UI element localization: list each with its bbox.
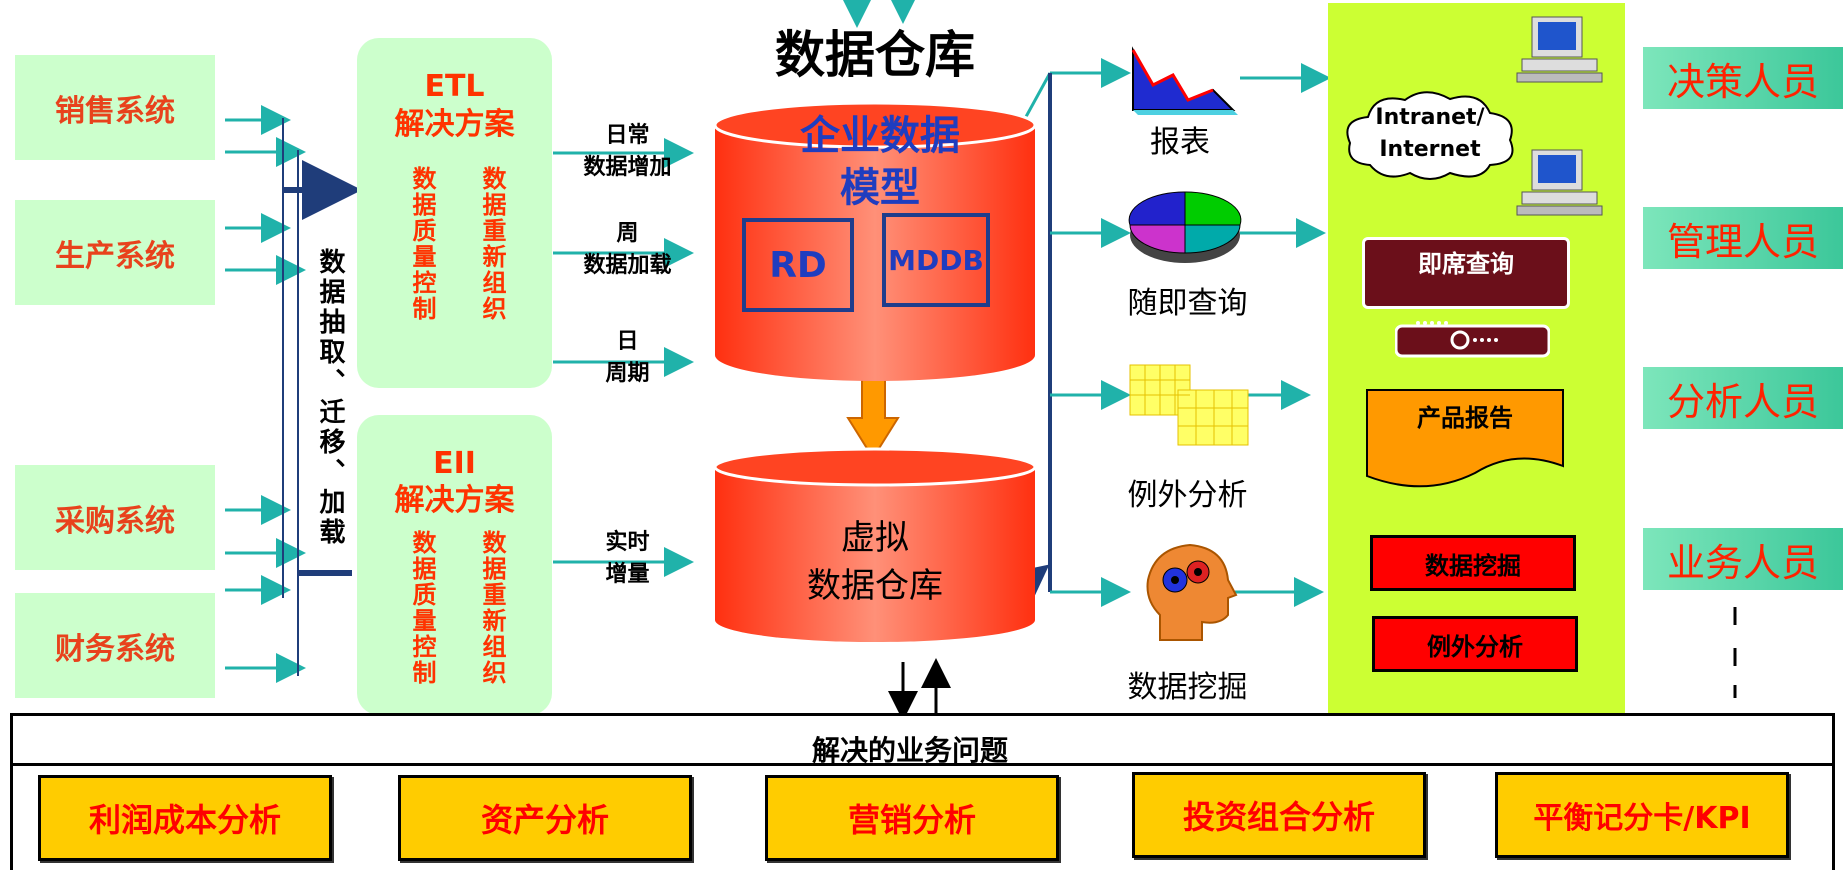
problem-assets: 资产分析 <box>398 775 692 861</box>
role-decision: 决策人员 <box>1643 47 1843 109</box>
vdw-line2: 数据仓库 <box>807 566 943 606</box>
role-business: 业务人员 <box>1643 528 1843 590</box>
eii-solution: EII 解决方案 数据质量控制 数据重新组织 <box>357 415 552 715</box>
source-purchase: 采购系统 <box>15 465 215 570</box>
source-sales: 销售系统 <box>15 55 215 160</box>
problems-title: 解决的业务问题 <box>811 734 1008 767</box>
tool-adhoc-label: 随即查询 <box>1127 286 1248 321</box>
role-management: 管理人员 <box>1643 207 1843 269</box>
flow-daily-line1: 日常 <box>605 123 650 148</box>
cloud-line2: Internet <box>1379 137 1481 162</box>
computer-icon-2 <box>1516 149 1603 216</box>
connector-bar-icon <box>1395 321 1550 358</box>
source-finance: 财务系统 <box>15 593 215 698</box>
flow-weekly-line1: 周 <box>616 221 639 246</box>
tool-exception-label: 例外分析 <box>1127 478 1248 513</box>
flow-day-line2: 周期 <box>605 361 650 386</box>
flow-daily: 日常 数据增加 <box>570 120 685 184</box>
mddb-box: MDDB <box>882 213 990 307</box>
etl-title: ETL <box>424 69 485 104</box>
etl-reorganize: 数据重新组织 <box>478 166 506 322</box>
tool-report-label: 报表 <box>1150 125 1210 160</box>
report-doc-shape <box>1366 389 1564 488</box>
page-title: 数据仓库 <box>775 26 975 84</box>
source-production: 生产系统 <box>15 200 215 305</box>
problem-scorecard-kpi: 平衡记分卡/KPI <box>1495 772 1789 858</box>
role-analyst: 分析人员 <box>1643 367 1843 429</box>
flow-realtime-line2: 增量 <box>605 562 650 587</box>
head-gears-icon <box>1146 543 1238 641</box>
flow-day-line1: 日 <box>616 329 639 354</box>
mining-box: 数据挖掘 <box>1370 535 1576 591</box>
flow-weekly: 周 数据加载 <box>570 218 685 282</box>
pie-chart-icon <box>1128 191 1242 263</box>
cloud-line1: Intranet/ <box>1375 105 1485 130</box>
problem-portfolio: 投资组合分析 <box>1132 772 1426 858</box>
flow-daily-line2: 数据增加 <box>583 155 672 180</box>
report-chart-icon <box>1131 46 1238 115</box>
edw-cylinder <box>713 101 1037 381</box>
computer-icon-1 <box>1516 16 1603 83</box>
flow-realtime-line1: 实时 <box>605 530 650 555</box>
eii-title: EII <box>433 446 476 481</box>
vdw-cylinder <box>713 447 1037 642</box>
etl-solution: ETL 解决方案 数据质量控制 数据重新组织 <box>357 38 552 388</box>
exception-box: 例外分析 <box>1372 616 1578 672</box>
flow-realtime: 实时 增量 <box>580 527 675 591</box>
adhoc-query-box: 即席查询 <box>1362 237 1570 309</box>
flow-weekly-line2: 数据加载 <box>583 253 672 278</box>
flow-day: 日 周期 <box>580 326 675 390</box>
eii-subtitle: 解决方案 <box>394 483 515 518</box>
problems-divider <box>13 763 1832 766</box>
cube-grid-icon <box>1129 364 1249 446</box>
etl-subtitle: 解决方案 <box>394 107 515 142</box>
etl-quality: 数据质量控制 <box>408 166 436 322</box>
extract-label: 数据抽取、迁移、加载 <box>315 248 345 548</box>
problem-marketing: 营销分析 <box>765 775 1059 861</box>
eii-quality: 数据质量控制 <box>408 530 436 686</box>
edw-line1: 企业数据 <box>800 113 960 159</box>
problem-profit-cost: 利润成本分析 <box>38 775 332 861</box>
product-report-label: 产品报告 <box>1417 404 1513 432</box>
eii-reorganize: 数据重新组织 <box>478 530 506 686</box>
vdw-line1: 虚拟 <box>841 518 909 558</box>
rd-box: RD <box>742 218 854 312</box>
edw-line2: 模型 <box>840 165 920 211</box>
tool-mining-label: 数据挖掘 <box>1127 670 1248 705</box>
cloud-icon <box>1346 91 1514 180</box>
